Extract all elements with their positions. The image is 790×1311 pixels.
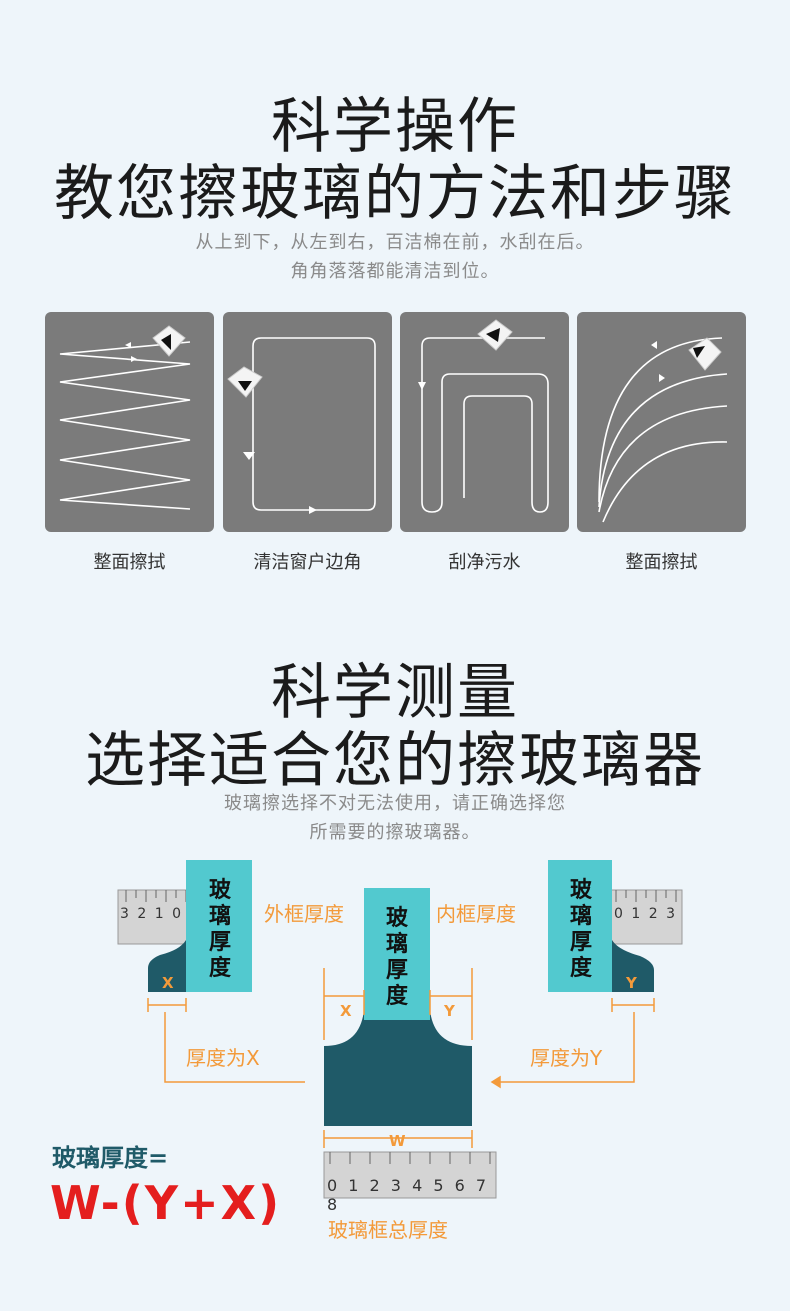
total-thickness-label: 玻璃框总厚度	[328, 1218, 448, 1242]
step-caption-3: 刮净污水	[448, 552, 521, 573]
border-path-icon	[227, 337, 376, 514]
step-panel-serpentine	[400, 312, 569, 532]
section2-title-line2: 选择适合您的擦玻璃器	[85, 726, 705, 796]
step-panel-arcs	[577, 312, 746, 532]
formula-label: 玻璃厚度=	[52, 1144, 169, 1172]
ruler-right-digits: 0 1 2 3	[614, 906, 677, 922]
section1-subtitle-line1: 从上到下，从左到右，百洁棉在前，水刮在后。	[195, 232, 595, 253]
measurement-diagram	[117, 860, 683, 1199]
serpentine-path-icon	[418, 319, 549, 513]
y-mark-center: Y	[444, 1002, 455, 1020]
y-mark-right: Y	[626, 974, 637, 992]
w-mark: W	[389, 1132, 406, 1150]
outer-frame-label: 外框厚度	[264, 902, 344, 926]
step-caption-2: 清洁窗户边角	[253, 552, 362, 573]
ruler-right-icon	[609, 889, 683, 945]
glass-left-label: 玻璃厚度	[208, 878, 231, 981]
step-caption-4: 整面擦拭	[625, 552, 698, 573]
section2-subtitle-line2: 所需要的擦玻璃器。	[309, 822, 481, 843]
zigzag-path-icon	[59, 325, 191, 510]
section1-title-line1: 科学操作	[271, 92, 519, 162]
glass-left	[186, 860, 252, 992]
step-panel-zigzag	[45, 312, 214, 532]
glass-right	[548, 860, 612, 992]
section2-subtitle-line1: 玻璃擦选择不对无法使用，请正确选择您	[224, 793, 566, 814]
step-panel-border	[223, 312, 392, 532]
thickness-y-label: 厚度为Y	[530, 1046, 603, 1070]
ruler-left-digits: 3 2 1 0	[120, 906, 183, 922]
section1-title-line2: 教您擦玻璃的方法和步骤	[54, 159, 736, 229]
x-mark-left: X	[162, 974, 174, 992]
inner-frame-label: 内框厚度	[436, 902, 516, 926]
glass-center-label: 玻璃厚度	[385, 906, 408, 1009]
ruler-bottom-digits: 0 1 2 3 4 5 6 7 8	[327, 1176, 490, 1214]
section2-title-line1: 科学测量	[271, 658, 519, 728]
glass-center	[364, 888, 430, 1024]
arc-path-icon	[598, 337, 728, 523]
glass-right-label: 玻璃厚度	[569, 878, 592, 981]
section1-subtitle-line2: 角角落落都能清洁到位。	[290, 261, 500, 282]
x-mark-center: X	[340, 1002, 352, 1020]
formula: W-(Y+X)	[50, 1176, 282, 1230]
step-caption-1: 整面擦拭	[93, 552, 166, 573]
thickness-x-label: 厚度为X	[186, 1046, 260, 1070]
